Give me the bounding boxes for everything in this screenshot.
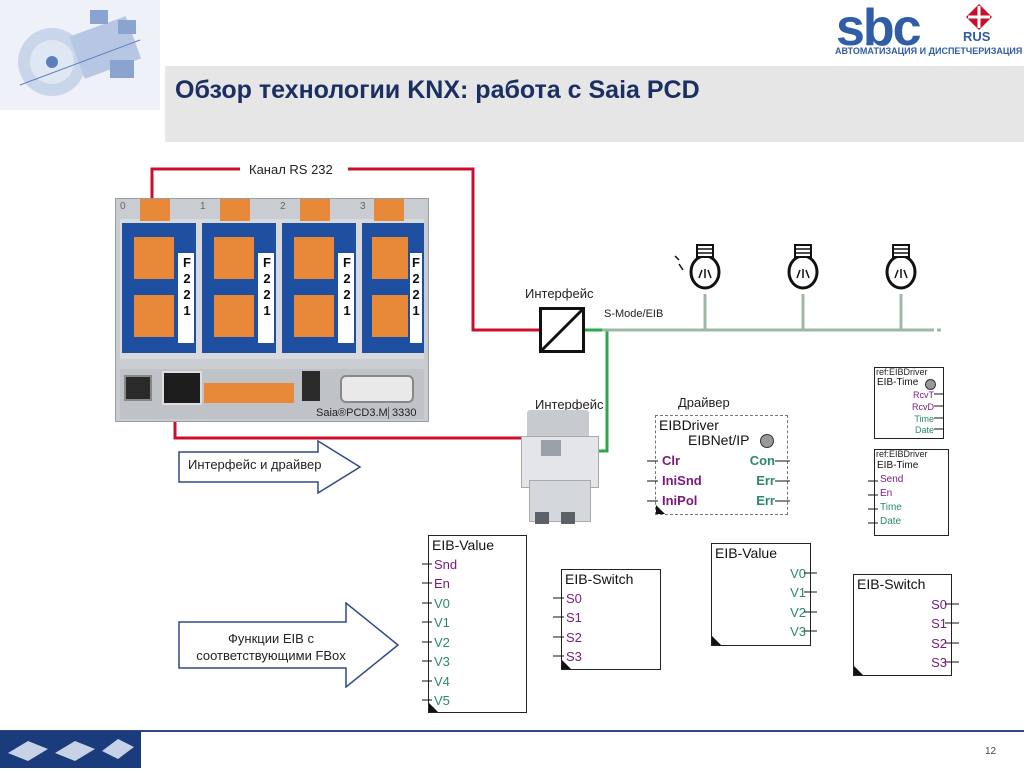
corner-illustration (0, 0, 160, 110)
fbox-output-pin[interactable]: Err (756, 473, 775, 488)
fbox-input-pin[interactable]: Time (880, 502, 902, 513)
footer-devices-strip (0, 731, 141, 768)
fbox-ref: ref:EIBDriver (876, 449, 928, 459)
fbox-output-pin[interactable]: RcvT (913, 390, 934, 400)
io-module-0 (122, 223, 196, 353)
fbox-output-pin[interactable]: RcvD (912, 402, 934, 412)
fbox-output-pin[interactable]: V0 (790, 566, 806, 581)
fbox-input-pin[interactable]: S0 (566, 591, 582, 606)
fbox-output-pin[interactable]: S3 (931, 655, 947, 670)
fbox-output-pin[interactable]: V2 (790, 605, 806, 620)
fbox-input-pin[interactable]: V2 (434, 635, 450, 650)
fbox-input-pin[interactable]: S2 (566, 630, 582, 645)
eib-value-fbox-2[interactable]: EIB-Value V0 V1 V2 V3 (711, 543, 811, 646)
fbox-output-pin[interactable]: S1 (931, 616, 947, 631)
fbox-output-pin[interactable]: Date (914, 425, 934, 435)
io-module-3 (362, 223, 424, 353)
status-led-icon (925, 379, 936, 390)
arrow-interface-driver (178, 440, 362, 494)
status-led-icon (760, 434, 774, 448)
fbox-output-pin[interactable]: Err (756, 493, 775, 508)
interface-converter-icon (539, 307, 585, 353)
slot-label: 3 (360, 201, 366, 212)
io-module-2 (282, 223, 356, 353)
fbox-title: EIB-Value (715, 545, 777, 561)
fbox-input-pin[interactable]: En (880, 488, 893, 499)
logo-subtitle: АВТОМАТИЗАЦИЯ И ДИСПЕТЧЕРИЗАЦИЯ (835, 46, 1023, 56)
fbox-title: EIB-Time (877, 460, 919, 471)
footer-line (0, 730, 1024, 732)
eib-value-fbox-1[interactable]: EIB-Value Snd En V0 V1 V2 V3 V4 V5 (428, 535, 527, 713)
interface-label-2: Интерфейс (535, 397, 604, 412)
plc-model-label: Saia®PCD3.M (316, 407, 388, 419)
eib-time-fbox-2[interactable]: ref:EIBDriver EIB-Time Send En Time Date (874, 449, 949, 536)
fbox-input-pin[interactable]: V3 (434, 654, 450, 669)
slot-label: 1 (200, 201, 206, 212)
bulb-icon-3 (885, 244, 917, 290)
fbox-input-pin[interactable]: Send (880, 474, 904, 485)
bulb-icon-2 (787, 244, 819, 290)
slot-label: 0 (120, 201, 126, 212)
fbox-input-pin[interactable]: IniPol (662, 493, 698, 508)
fbox-output-pin[interactable]: S2 (931, 636, 947, 651)
fbox-input-pin[interactable]: V0 (434, 596, 450, 611)
title-band (165, 66, 1024, 142)
arrow-eib-functions (178, 602, 400, 688)
fbox-title: EIB-Value (432, 537, 494, 553)
driver-label: Драйвер (678, 395, 730, 410)
rs232-label: Канал RS 232 (249, 162, 333, 177)
bulb-icon-1 (674, 244, 721, 290)
fbox-subtitle: EIBNet/IP (688, 432, 750, 448)
eib-switch-fbox-2[interactable]: EIB-Switch S0 S1 S2 S3 (853, 574, 952, 676)
sub-d-port (340, 375, 414, 403)
arrow-eib-functions-label: Функции EIB с соответствующими FBox (196, 631, 346, 663)
fbox-input-pin[interactable]: V4 (434, 674, 450, 689)
fbox-title: EIB-Time (877, 377, 919, 388)
fbox-input-pin[interactable]: Date (880, 516, 902, 527)
eib-time-fbox-1[interactable]: ref:EIBDriver EIB-Time RcvT RcvD Time Da… (874, 367, 944, 439)
logo-rus: RUS (963, 29, 991, 44)
footer-devices-icon (8, 739, 134, 761)
terminal-block (204, 383, 294, 403)
eibdriver-fbox[interactable]: EIBDriver EIBNet/IP Clr IniSnd IniPol Co… (655, 415, 788, 515)
logo-cross-icon (966, 4, 992, 30)
arrow-interface-driver-label: Интерфейс и драйвер (188, 457, 322, 472)
knx-ip-interface-device (521, 410, 599, 525)
fbox-title: EIBDriver (659, 417, 719, 433)
fbox-output-pin[interactable]: V1 (790, 585, 806, 600)
fbox-input-pin[interactable]: IniSnd (662, 473, 702, 488)
interface-label-1: Интерфейс (525, 286, 594, 301)
eib-switch-fbox-1[interactable]: EIB-Switch S0 S1 S2 S3 (561, 569, 661, 670)
smode-label: S-Mode/EIB (604, 308, 664, 320)
fbox-input-pin[interactable]: Clr (662, 453, 681, 468)
fbox-input-pin[interactable]: En (434, 576, 450, 591)
fbox-ref: ref:EIBDriver (876, 367, 928, 377)
slot-label: 2 (280, 201, 286, 212)
fbox-input-pin[interactable]: Snd (434, 557, 458, 572)
plc-number-label: 3330 (388, 407, 416, 419)
fbox-output-pin[interactable]: V3 (790, 624, 806, 639)
fbox-title: EIB-Switch (857, 576, 926, 592)
ethernet-port (162, 371, 202, 405)
fbox-input-pin[interactable]: S1 (566, 610, 582, 625)
fbox-output-pin[interactable]: Time (914, 414, 934, 424)
fbox-output-pin[interactable]: S0 (931, 597, 947, 612)
fbox-title: EIB-Switch (565, 571, 634, 587)
page-number: 12 (985, 746, 997, 757)
usb-port (124, 375, 152, 401)
lamps (674, 244, 917, 290)
logo: sbc (836, 0, 922, 57)
fbox-output-pin[interactable]: Con (749, 453, 775, 468)
io-module-1 (202, 223, 276, 353)
fbox-input-pin[interactable]: V1 (434, 615, 450, 630)
page-title: Обзор технологии KNX: работа с Saia PCD (175, 76, 700, 104)
